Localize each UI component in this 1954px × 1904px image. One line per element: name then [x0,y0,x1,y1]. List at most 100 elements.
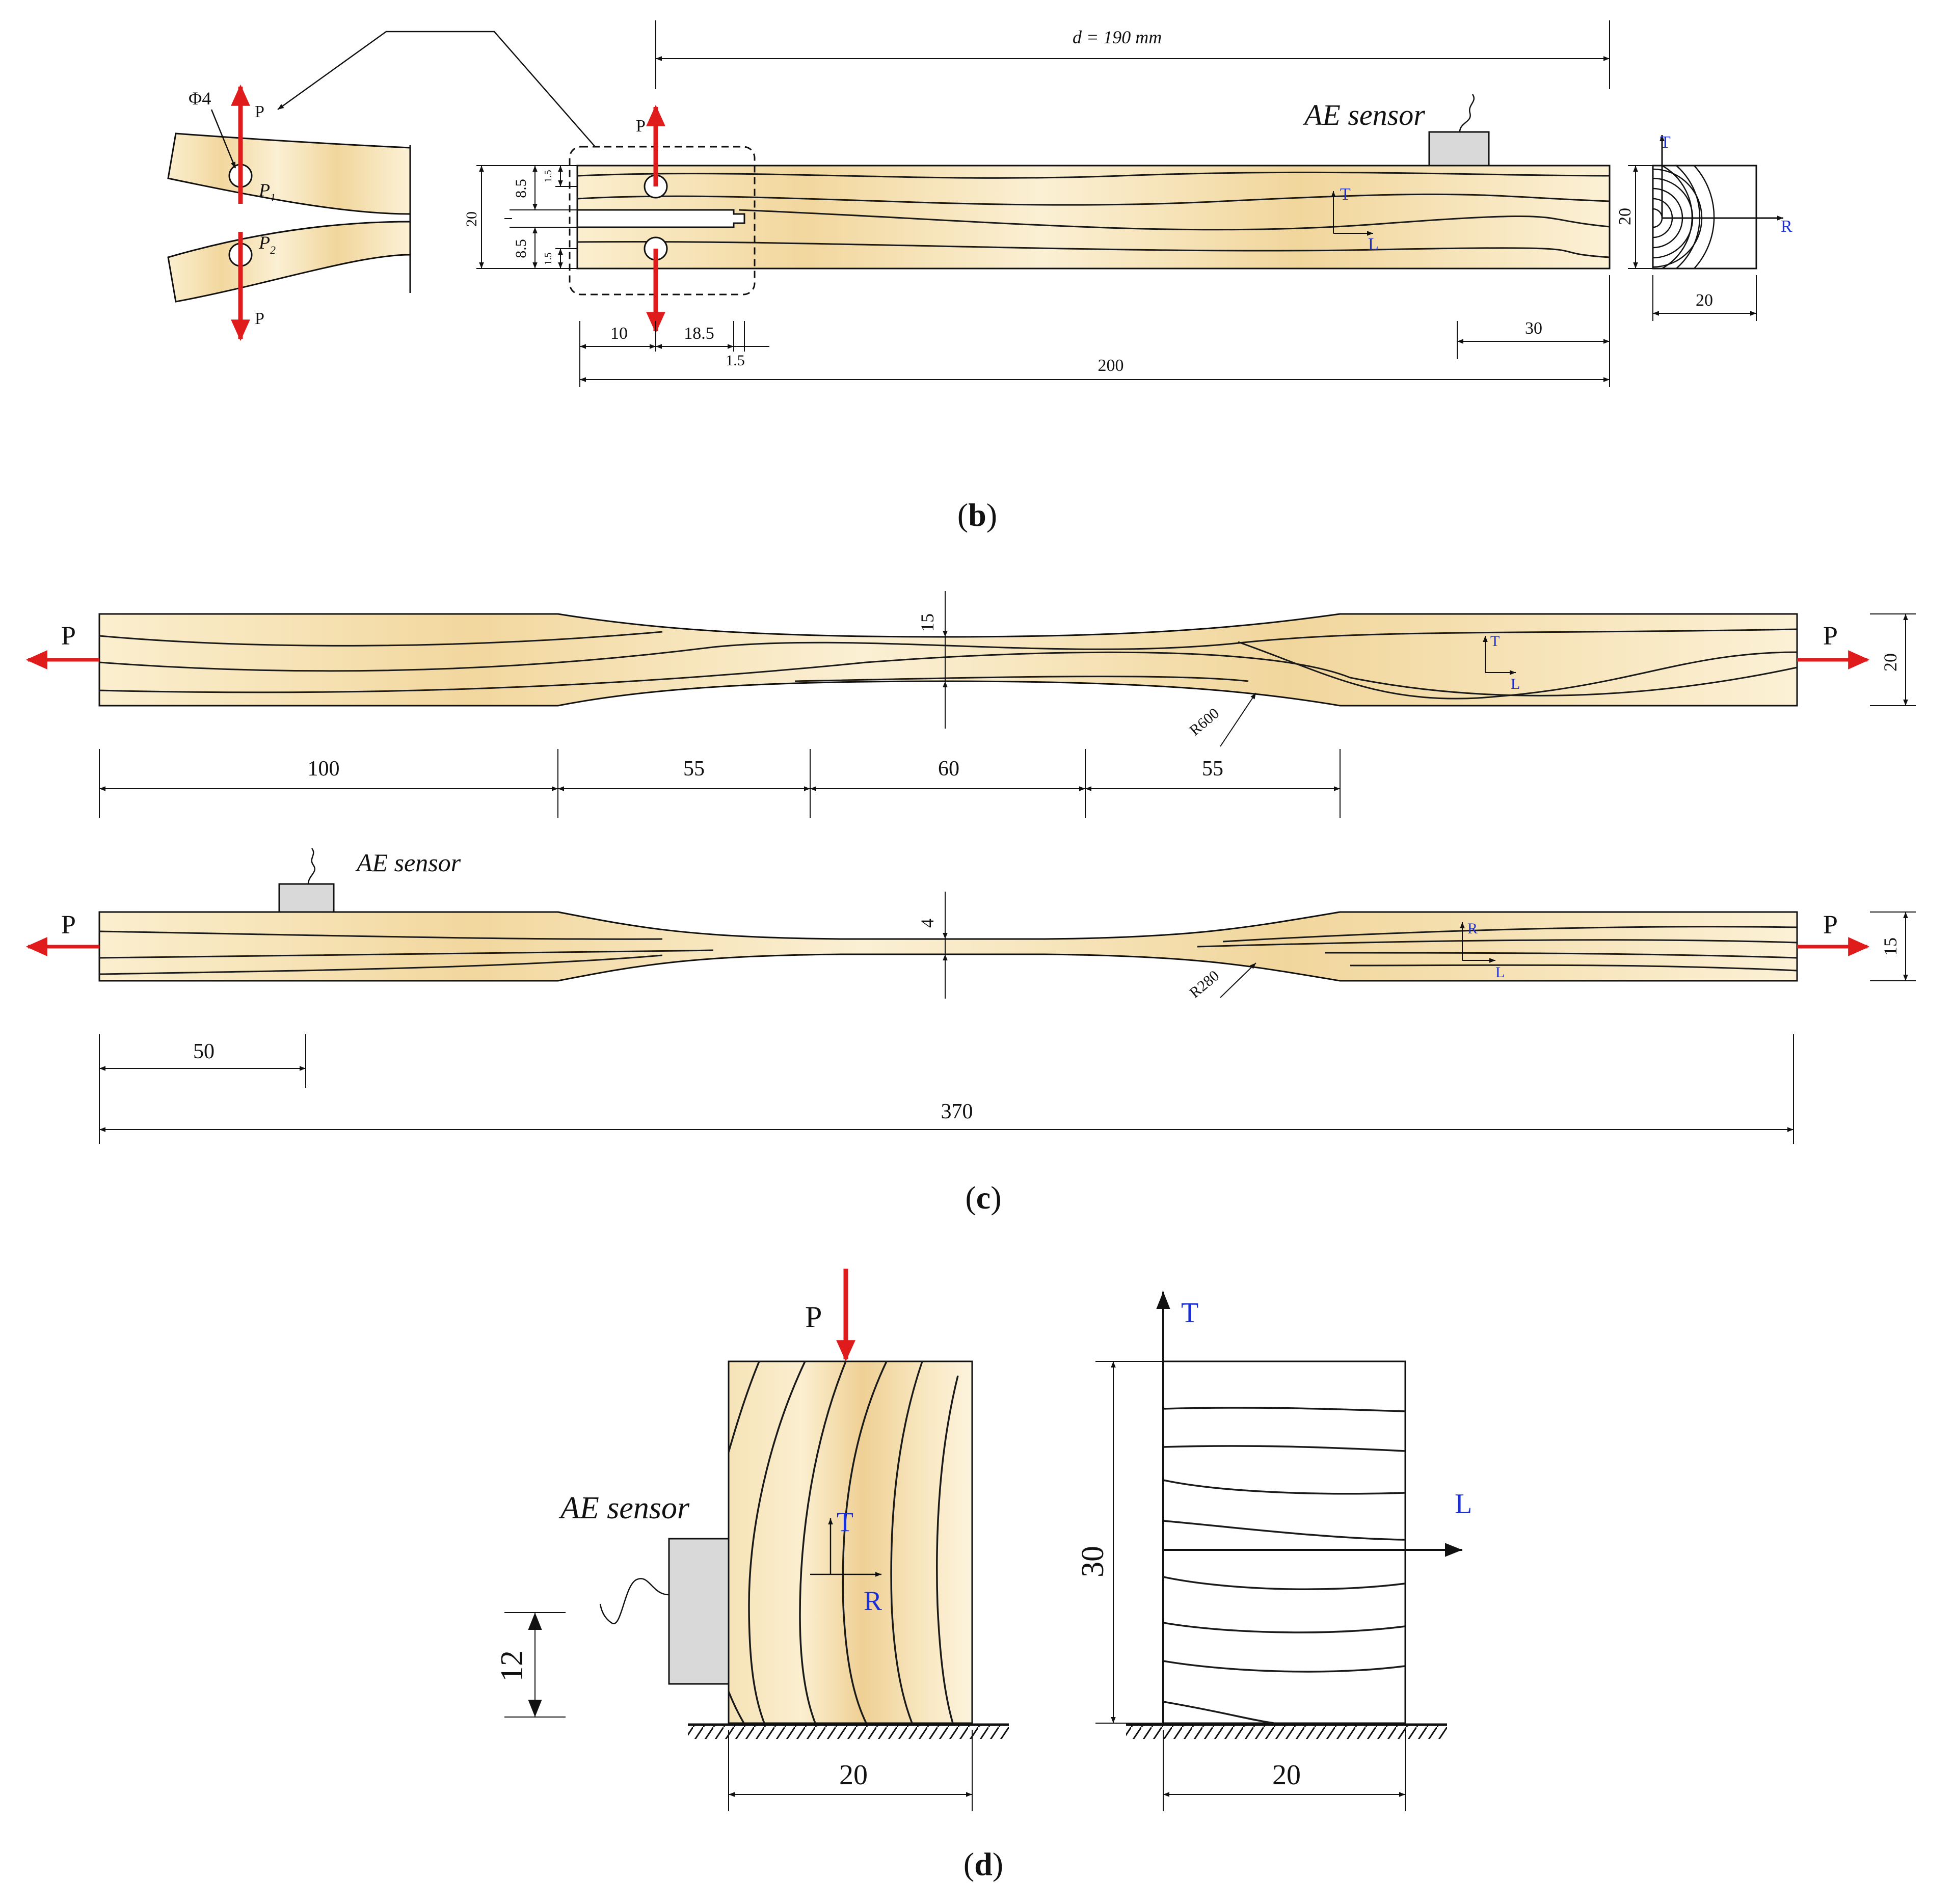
lr-radius-label: R280 [1186,967,1222,1001]
ground-right [1126,1723,1447,1739]
lt-right-load-label: P [1823,622,1838,651]
lt-left-load-label: P [61,622,76,651]
axis-l-label: L [1368,235,1379,254]
rt-ae-sensor [668,1538,730,1685]
lt-axes: T L [1483,633,1520,692]
rt-sensor-height-label: 12 [495,1650,529,1682]
lr-axis-l: L [1495,964,1505,981]
detail-leader [277,31,596,147]
compression-block-rt [728,1360,973,1724]
lt-neck-label: 15 [917,613,938,632]
lr-length-label: 370 [941,1100,973,1123]
span-label: d = 190 mm [1073,27,1162,47]
panel-d: T R P AE sensor 12 20 [495,1269,1472,1882]
lr-ae-sensor [278,883,335,913]
dim-small-b-label: 1.5 [543,253,554,265]
lt-radius-label: R600 [1186,705,1222,739]
hole-leader [210,109,236,169]
dcb-notch [576,209,745,228]
compression-block-tl [1162,1360,1406,1724]
dim-upper-label: 8.5 [513,179,529,198]
dim-sensor-label: 30 [1525,319,1542,338]
section-width-label: 20 [1696,291,1713,310]
rt-sensor-cable [599,1578,670,1624]
seg-4-label: 55 [1202,757,1223,781]
caption-b: (b) [957,497,997,533]
section-axis-r: R [1781,217,1792,236]
lr-grain-lines [99,926,1798,975]
dim-length-label: 200 [1098,356,1124,375]
dim-height-label: 20 [463,211,480,227]
section-axis-t: T [1660,133,1671,152]
lr-right-load-label: P [1823,910,1838,940]
dim-small-a-label: 1.5 [543,170,554,183]
panel-b: P AE sensor T L d = 190 mm [167,20,1792,533]
lr-sensor-dim-label: 50 [193,1040,215,1063]
hole-label: Φ4 [189,88,211,109]
tl-axis-l: L [1455,1488,1472,1520]
tension-specimen-lt [98,613,1798,707]
lr-axis-r: R [1467,920,1478,937]
tl-grain-lines [1163,1407,1406,1724]
ae-sensor [1428,131,1490,167]
caption-c: (c) [965,1179,1001,1216]
lr-sensor-label: AE sensor [355,848,461,877]
lt-axis-l: L [1511,676,1520,692]
compression-load-label: P [805,1300,822,1334]
length-dimensions [579,275,1610,387]
axis-t-label: T [1340,185,1351,204]
pin-1-label: P1 [258,180,276,204]
tl-dimensions [1095,1361,1406,1811]
dim-tip-label: 1.5 [726,352,745,369]
rt-axis-t: T [837,1507,853,1537]
span-dimension: d = 190 mm [655,20,1610,89]
lt-height-label: 20 [1880,653,1901,672]
rt-dimensions [504,1612,973,1811]
lr-height-label: 15 [1880,937,1901,956]
section-height-label: 20 [1616,208,1635,225]
rt-width-label: 20 [839,1759,868,1791]
lt-axis-t: T [1490,633,1500,650]
dim-hole-x-label: 10 [610,324,628,343]
lr-neck-label: 4 [917,919,938,928]
rt-axis-r: R [864,1586,882,1616]
sensor-cable [1459,94,1475,132]
seg-2-label: 55 [683,757,705,781]
tension-specimen-lr [98,911,1798,982]
detail-frame [569,146,756,296]
dcb-grain-lines [577,171,1610,258]
ground-left [688,1723,1009,1739]
tl-width-label: 20 [1272,1759,1301,1791]
lt-neck-dimension [943,591,1916,747]
pin-2-label: P2 [258,232,276,256]
dim-lower-label: 8.5 [513,239,529,258]
rt-grain-lines [728,1361,959,1724]
dim-slot-label: 18.5 [684,324,714,343]
sensor-label: AE sensor [1302,98,1425,131]
height-dimensions [476,165,577,269]
lr-axes: R L [1460,920,1505,981]
lower-arm [167,221,411,303]
caption-d: (d) [963,1846,1003,1882]
lr-dimensions [99,892,1916,1144]
local-axes: T L [1331,185,1379,254]
lr-left-load-label: P [61,910,76,940]
panel-c: T L P P 15 20 R600 [25,591,1916,1216]
lr-sensor-cable [307,848,315,884]
inset-top-load-label: P [255,102,264,121]
seg-3-label: 60 [938,757,959,781]
seg-1-label: 100 [308,757,340,781]
lt-grain-lines [99,628,1798,700]
rt-sensor-label: AE sensor [558,1491,690,1525]
segment-dimensions [99,749,1341,818]
rt-axes: T R [810,1507,882,1616]
upper-arm [167,132,411,215]
cross-section: T R 20 20 [1616,133,1792,321]
inset-bottom-load-label: P [255,309,264,328]
opened-specimen-inset: Φ4 P P P1 P2 [167,84,411,341]
tl-height-label: 30 [1076,1546,1110,1577]
tl-axis-t: T [1181,1297,1198,1329]
dcb-specimen-body [576,165,1611,270]
upper-load-label: P [636,117,646,136]
